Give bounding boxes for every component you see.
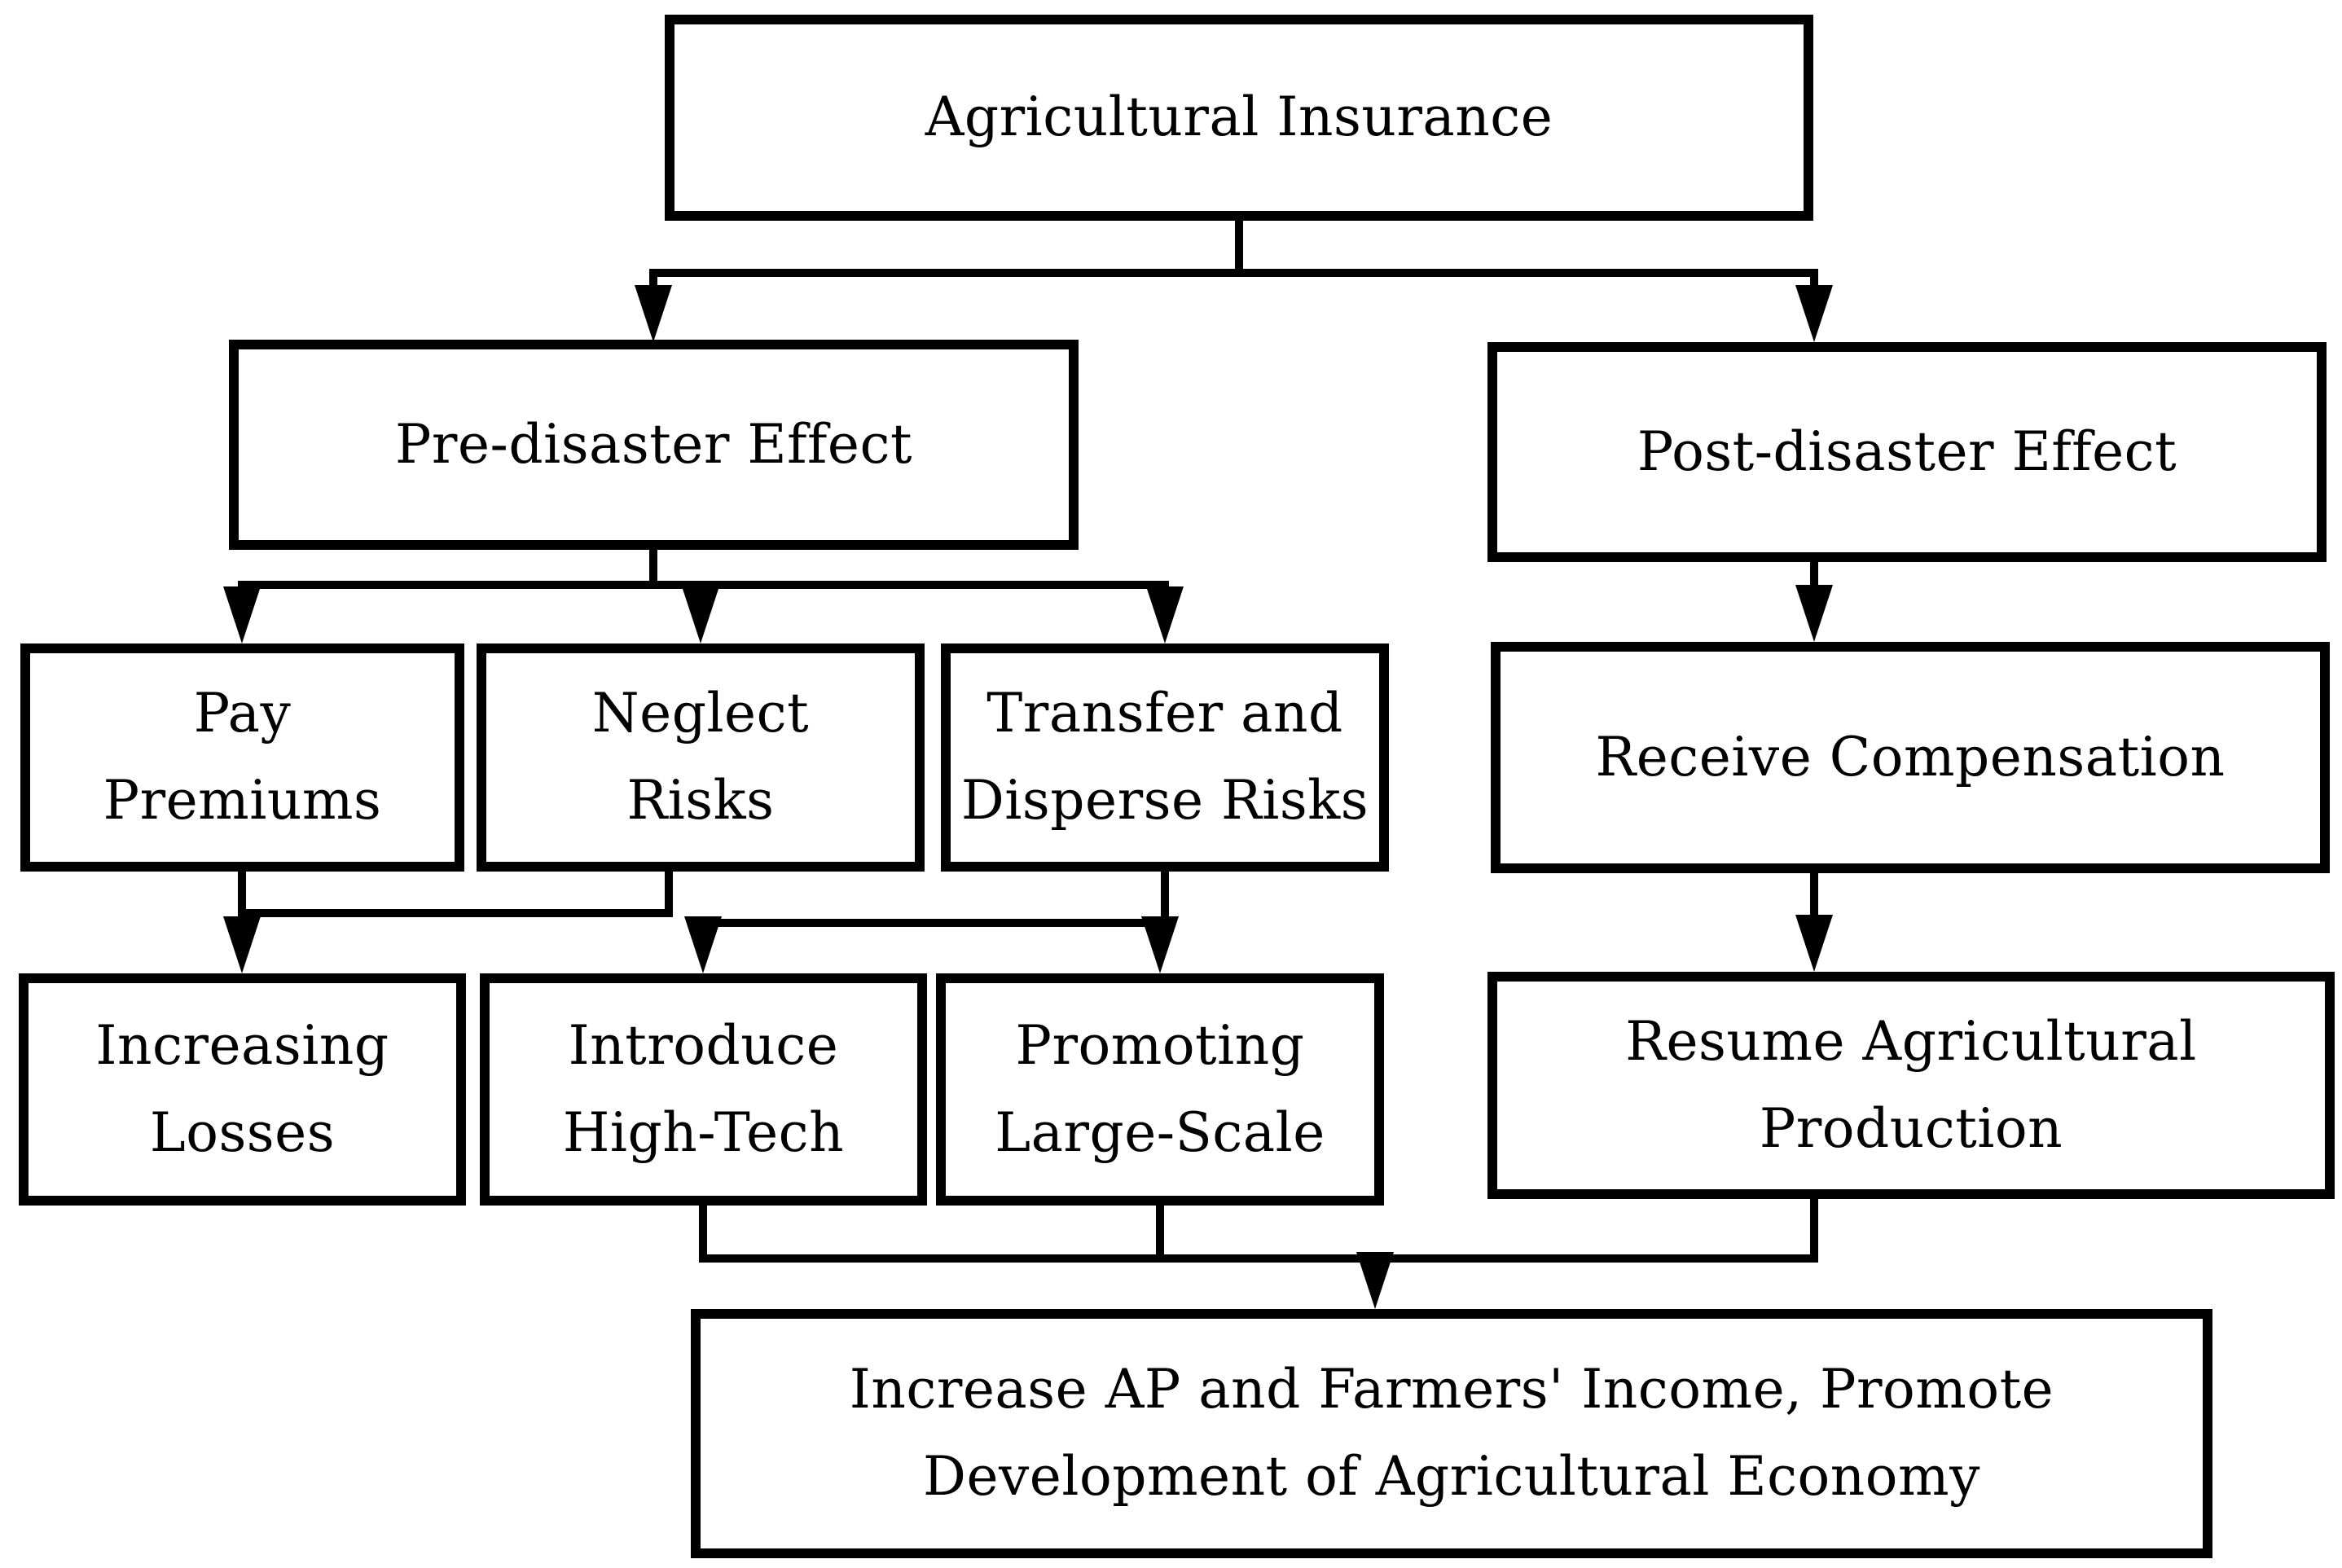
arrowhead-to-post-disaster xyxy=(1795,285,1833,342)
arrowhead-to-transfer-risks xyxy=(1146,586,1184,643)
arrowhead-to-neglect-risks xyxy=(682,586,719,643)
arrowhead-to-resume-production xyxy=(1795,915,1833,972)
connector-compensation-stem xyxy=(1810,872,1818,923)
node-introduce-high-tech: Introduce High-Tech xyxy=(480,973,927,1206)
node-post-disaster-effect: Post-disaster Effect xyxy=(1487,342,2327,562)
connector-resume-stem xyxy=(1810,1197,1818,1263)
connector-hightech-stem xyxy=(699,1204,707,1263)
node-agricultural-insurance: Agricultural Insurance xyxy=(665,15,1813,221)
connector-neglect-stem xyxy=(665,870,673,917)
node-promoting-large-scale: Promoting Large-Scale xyxy=(936,973,1384,1206)
connector-transfer-branch xyxy=(695,919,1169,927)
connector-root-stem xyxy=(1235,219,1243,273)
node-increasing-losses: Increasing Losses xyxy=(19,973,466,1206)
connector-root-to-pre xyxy=(649,269,657,292)
connector-transfer-stem xyxy=(1161,870,1169,927)
connector-root-to-post xyxy=(1810,269,1818,292)
connector-merge-pay-neglect xyxy=(238,909,673,917)
arrowhead-to-receive-compensation xyxy=(1795,585,1833,642)
node-neglect-risks: Neglect Risks xyxy=(477,643,925,872)
connector-pay-stem xyxy=(238,870,246,917)
arrowhead-to-increasing-losses xyxy=(223,916,261,973)
arrowhead-to-introduce-high-tech xyxy=(684,916,722,973)
arrowhead-to-pay-premiums xyxy=(223,586,261,643)
arrowhead-to-outcome xyxy=(1356,1252,1394,1309)
arrowhead-to-promoting-large-scale xyxy=(1141,916,1179,973)
node-transfer-disperse-risks: Transfer and Disperse Risks xyxy=(941,643,1389,872)
connector-root-branch xyxy=(649,269,1818,277)
node-pay-premiums: Pay Premiums xyxy=(20,643,464,872)
connector-bottom-merge xyxy=(699,1254,1818,1263)
node-resume-agricultural-production: Resume Agricultural Production xyxy=(1487,972,2335,1199)
node-increase-ap-income: Increase AP and Farmers' Income, Promote… xyxy=(691,1309,2212,1558)
arrowhead-to-pre-disaster xyxy=(635,285,672,342)
node-pre-disaster-effect: Pre-disaster Effect xyxy=(229,340,1079,550)
connector-post-stem xyxy=(1810,560,1818,592)
node-receive-compensation: Receive Compensation xyxy=(1491,642,2330,873)
connector-largescale-stem xyxy=(1156,1204,1164,1263)
connector-pre-stem xyxy=(649,548,657,585)
